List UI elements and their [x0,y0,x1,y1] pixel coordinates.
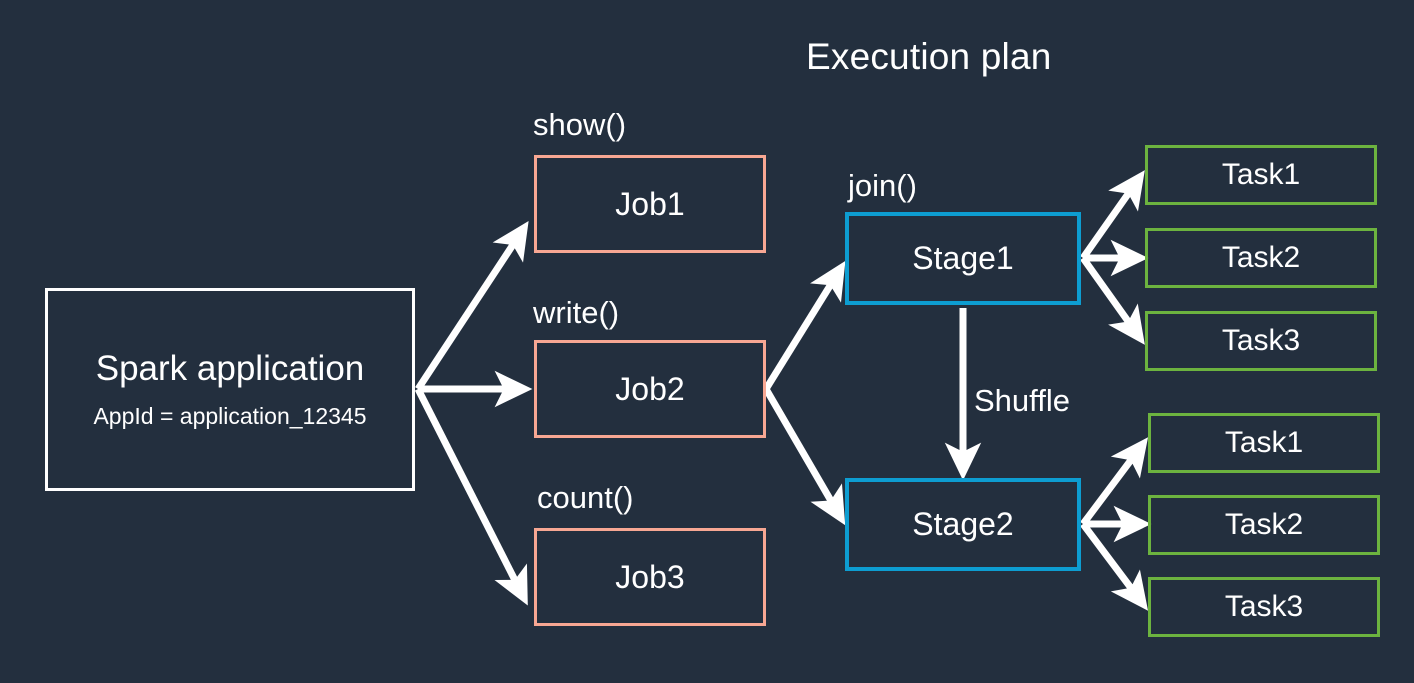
arrow-stage2-to-task3 [1080,521,1149,611]
stage1-task3-label: Task3 [1221,324,1301,357]
job1-box[interactable]: Job1 [534,155,766,253]
arrow-stage1-to-task1 [1080,170,1145,261]
stage1-task2-label: Task2 [1221,241,1301,274]
stage1-caption: join() [848,168,917,203]
arrow-stage2-to-task1 [1080,437,1149,527]
spark-application-appid: AppId = application_12345 [93,403,367,430]
arrow-job2-to-stage1 [763,260,846,391]
job3-box[interactable]: Job3 [534,528,766,626]
shuffle-label: Shuffle [974,383,1070,418]
stage2-task1-box[interactable]: Task1 [1148,413,1380,473]
stage1-label: Stage1 [912,240,1014,276]
stage1-task3-box[interactable]: Task3 [1145,311,1377,371]
arrow-job2-to-stage2 [762,387,846,526]
job2-label: Job2 [615,370,685,407]
stage1-task1-label: Task1 [1221,158,1301,191]
stage1-box[interactable]: Stage1 [845,212,1081,305]
arrow-app-to-job1 [415,220,529,391]
job2-caption: write() [533,295,620,330]
spark-application-box[interactable]: Spark application AppId = application_12… [45,288,415,491]
spark-application-title: Spark application [95,348,365,388]
job3-caption: count() [537,480,634,515]
arrow-stage1-to-task3 [1080,255,1145,345]
stage1-task2-box[interactable]: Task2 [1145,228,1377,288]
stage1-task1-box[interactable]: Task1 [1145,145,1377,205]
stage2-task2-box[interactable]: Task2 [1148,495,1380,555]
job1-caption: show() [533,107,627,142]
stage2-task1-label: Task1 [1224,426,1304,459]
job3-label: Job3 [615,558,685,595]
stage2-label: Stage2 [912,506,1014,542]
job2-box[interactable]: Job2 [534,340,766,438]
stage2-task2-label: Task2 [1224,508,1304,541]
stage2-task3-box[interactable]: Task3 [1148,577,1380,637]
stage2-box[interactable]: Stage2 [845,478,1081,571]
arrow-app-to-job3 [414,387,528,606]
page-title: Execution plan [806,36,1052,77]
stage2-task3-label: Task3 [1224,590,1304,623]
job1-label: Job1 [615,185,685,222]
